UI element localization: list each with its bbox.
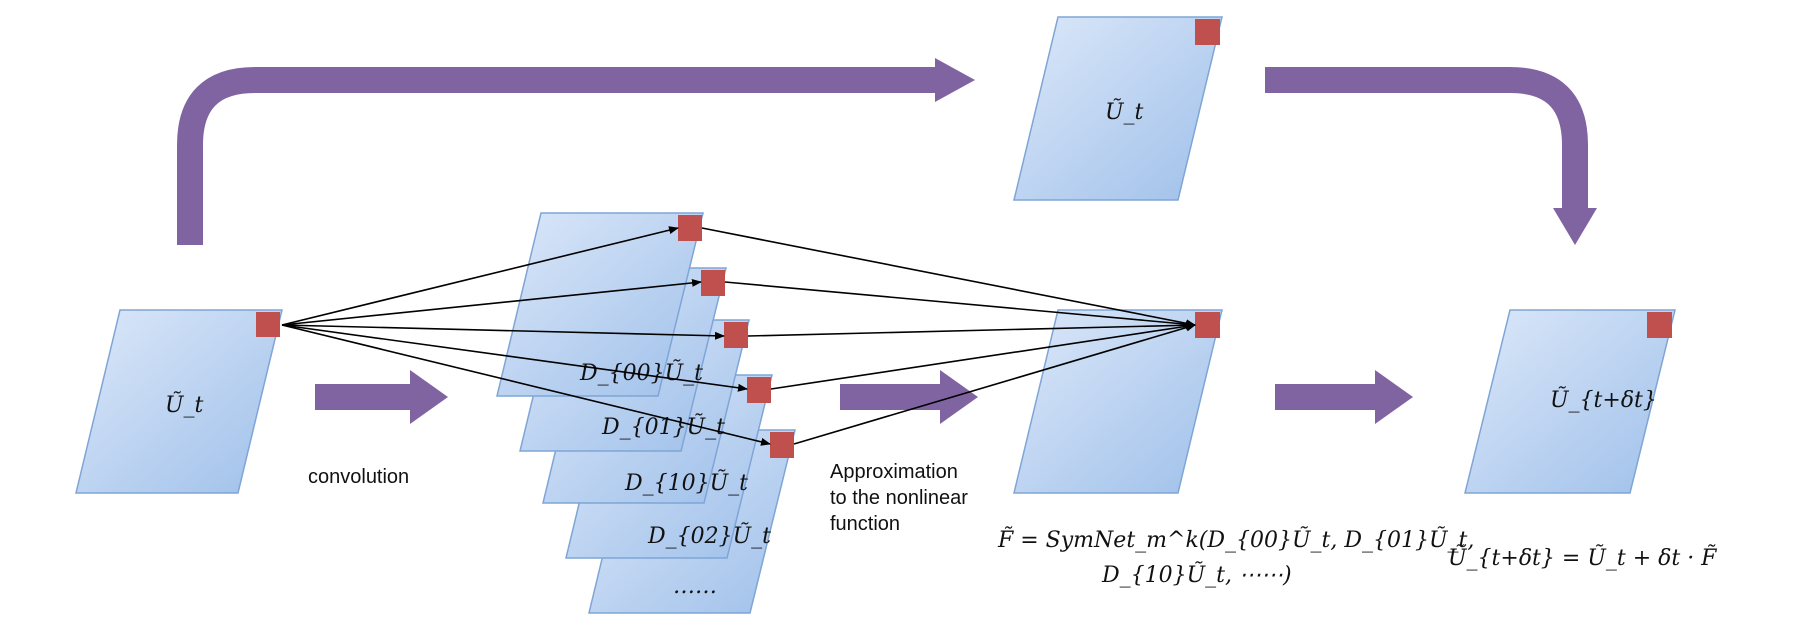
conv-line-3 [281, 324, 725, 340]
input-sheet: Ũ_t [75, 309, 283, 494]
skip-state-label: Ũ_t [1105, 97, 1144, 125]
update-formula: Ũ_{t+δt} = Ũ_t + δt · F̃ [1448, 543, 1717, 571]
update-arrow [1265, 67, 1597, 245]
derivative-marker-2 [701, 270, 725, 296]
approx-line-1 [701, 227, 1196, 328]
conv-line-2 [281, 278, 702, 326]
output-sheet: Ũ_{t+δt} [1464, 309, 1676, 494]
derivative-marker-4 [747, 377, 771, 403]
approx-line-5 [793, 323, 1196, 445]
conv-line-5 [281, 324, 771, 446]
f-sheet [1013, 309, 1223, 494]
conv-line-4 [281, 324, 748, 392]
approx-label-line2: to the nonlinear [830, 487, 968, 509]
derivative-marker-3 [724, 322, 748, 348]
f-formula-line2: D_{10}Ũ_t, ⋯⋯) [1101, 560, 1292, 588]
convolution-arrow [315, 370, 448, 424]
conv-line-1 [281, 226, 679, 326]
d00-label: D_{00}Ũ_t [579, 358, 703, 386]
connector-lines [281, 226, 1196, 446]
output-arrow [1275, 370, 1413, 424]
approx-label-line3: function [830, 513, 900, 535]
input-marker [256, 312, 280, 337]
approx-line-3 [747, 321, 1196, 337]
derivative-marker-1 [678, 215, 702, 241]
dots-label: …… [673, 574, 717, 599]
approx-label-line1: Approximation [830, 461, 958, 483]
approximation-arrow [840, 370, 978, 424]
d10-label: D_{10}Ũ_t [624, 468, 748, 496]
skip-marker [1195, 19, 1220, 45]
derivative-sheet-1: D_{00}Ũ_t [496, 212, 704, 397]
output-state-label: Ũ_{t+δt} [1550, 385, 1657, 413]
approx-line-4 [770, 322, 1196, 390]
skip-connection-arrow [177, 58, 975, 245]
output-marker [1647, 312, 1672, 338]
input-state-label: Ũ_t [165, 390, 204, 418]
approx-line-2 [724, 281, 1196, 329]
f-formula-line1: F̃ = SymNet_m^k(D_{00}Ũ_t, D_{01}Ũ_t, [997, 525, 1474, 553]
f-marker [1195, 312, 1220, 338]
d01-label: D_{01}Ũ_t [601, 412, 725, 440]
derivative-marker-5 [770, 432, 794, 458]
derivative-stack: …… D_{02}Ũ_t D_{10}Ũ_t D_{01}Ũ_t D_{00}Ũ… [496, 212, 796, 614]
d02-label: D_{02}Ũ_t [647, 521, 771, 549]
convolution-label: convolution [308, 466, 409, 488]
skip-sheet: Ũ_t [1013, 16, 1223, 201]
